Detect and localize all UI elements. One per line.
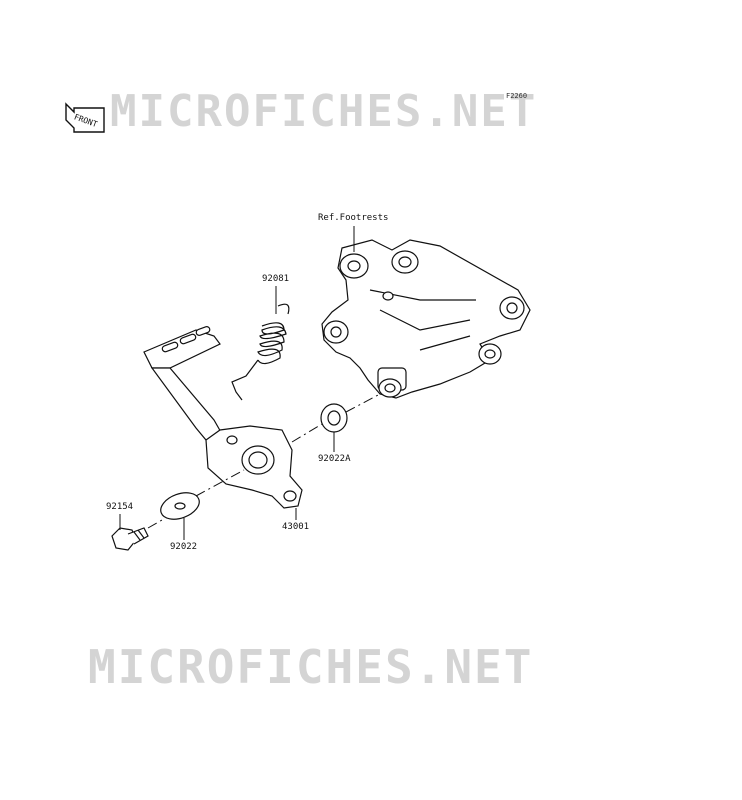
assembly-axis-lines: [147, 393, 381, 529]
callout-92022: 92022: [170, 542, 198, 552]
callout-ref-footrests: Ref.Footrests: [318, 213, 389, 223]
washer-92022a-drawing: [320, 403, 348, 433]
bolt-92154-drawing: [111, 527, 149, 551]
return-spring-drawing: [231, 303, 290, 401]
brake-pedal-drawing: [143, 326, 303, 509]
callout-92081: 92081: [262, 274, 290, 284]
footrest-bracket-drawing: [321, 239, 531, 399]
figure-code: F2260: [506, 92, 528, 100]
watermark-bottom: MICROFICHES.NET: [88, 640, 534, 694]
leader-lines: [119, 226, 355, 540]
callout-92022a: 92022A: [318, 454, 351, 464]
watermark-top: MICROFICHES.NET: [110, 86, 538, 137]
front-arrow-icon: FRONT: [65, 102, 105, 133]
callout-92154: 92154: [106, 502, 134, 512]
washer-92022-drawing: [160, 492, 200, 520]
callout-43001: 43001: [282, 522, 310, 532]
